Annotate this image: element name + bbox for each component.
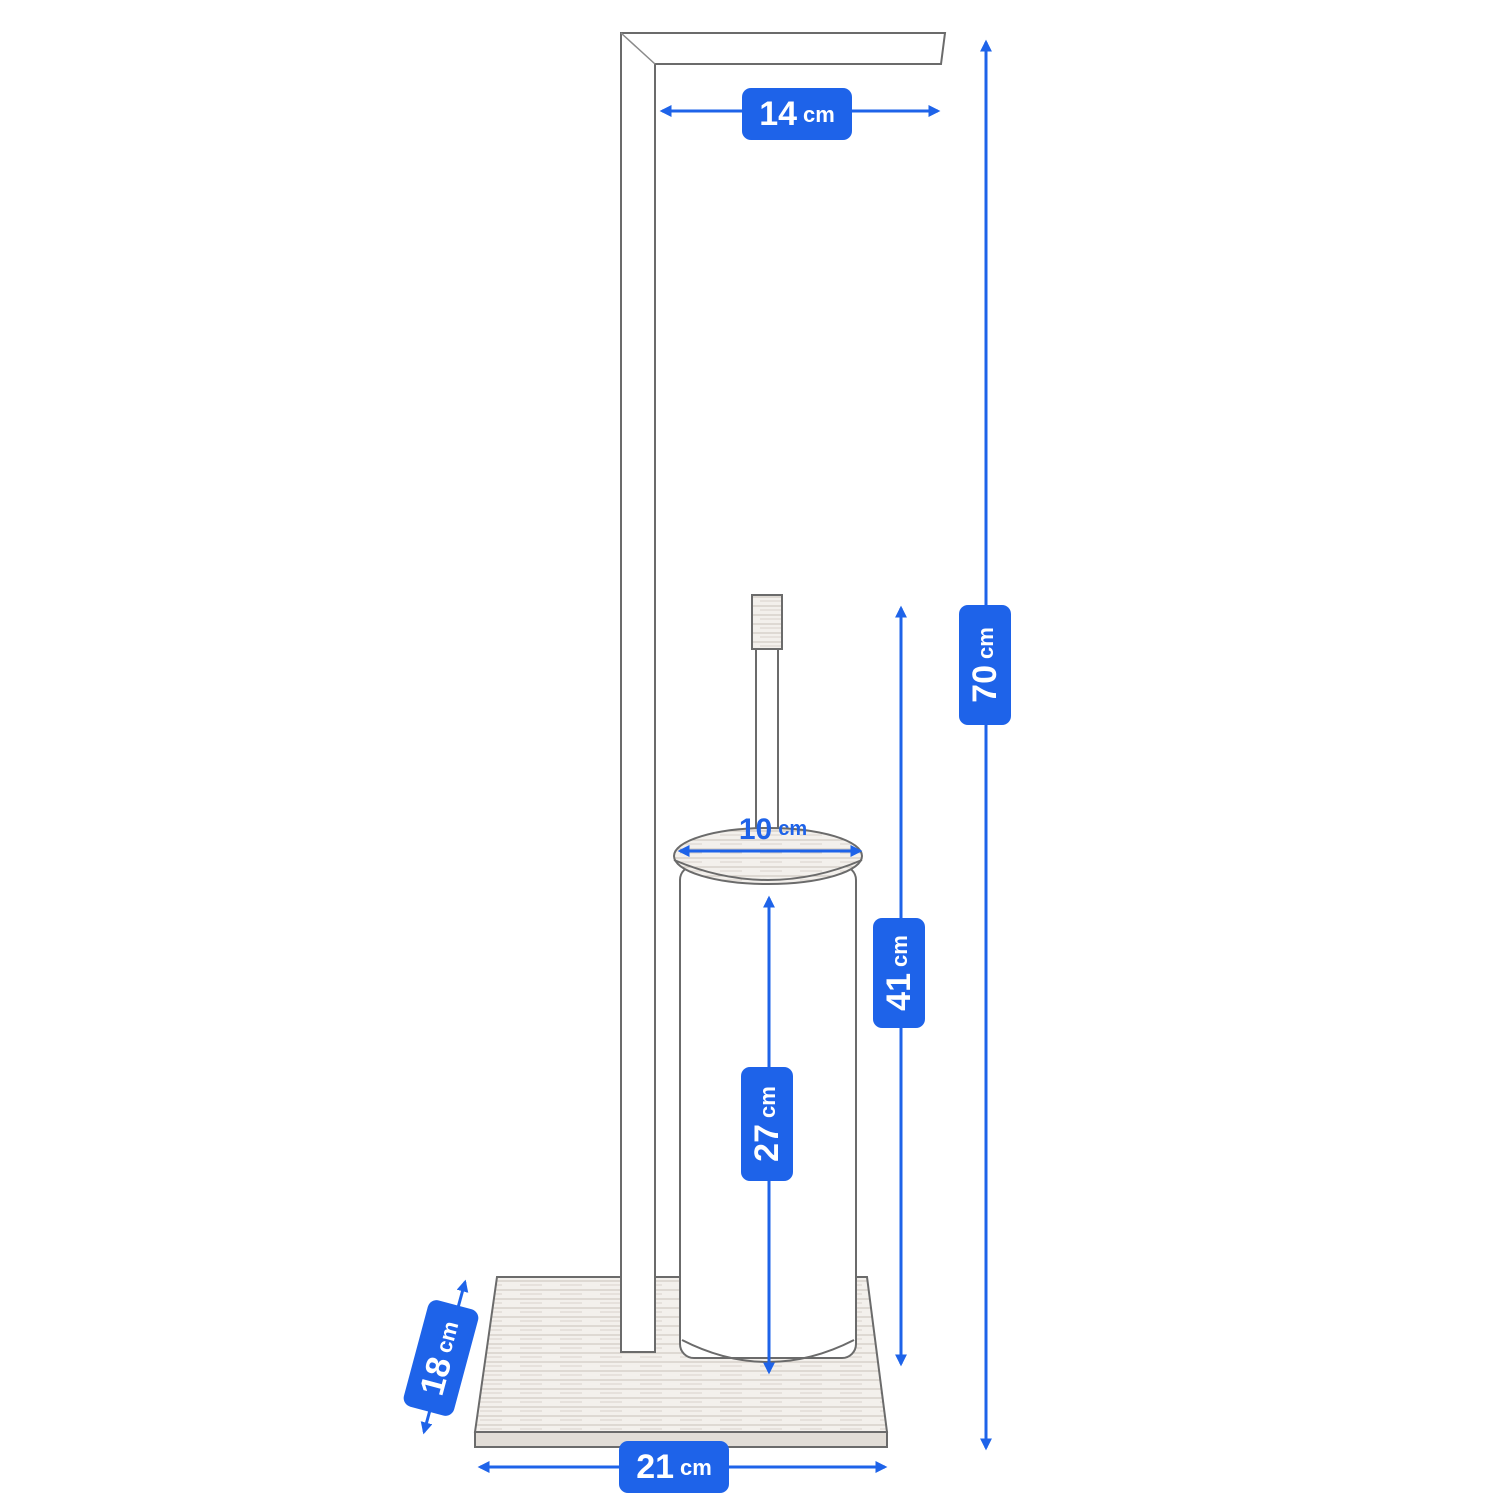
dimension-value: 27	[748, 1124, 786, 1162]
svg-text:70cm: 70 cm	[966, 627, 1004, 703]
svg-text:41cm: 41 cm	[880, 935, 918, 1011]
label-badge	[741, 1067, 793, 1181]
dimension-label-holder-height: 41 cm	[873, 918, 925, 1028]
roll-holder-pole	[620, 32, 947, 1353]
label-badge	[959, 605, 1011, 725]
dimension-unit: cm	[973, 627, 998, 659]
dimension-label-total-height: 70 cm	[959, 605, 1011, 725]
dimension-value: 10	[739, 813, 772, 846]
label-badge	[873, 918, 925, 1028]
dimension-label-canister-diameter: 10 cm	[739, 813, 807, 846]
dimension-value: 21	[636, 1448, 674, 1486]
label-badge	[619, 1441, 729, 1493]
dimension-unit: cm	[887, 935, 912, 967]
dimension-value: 41	[880, 973, 918, 1011]
dimension-value: 70	[966, 665, 1004, 703]
svg-text:27cm: 27 cm	[748, 1086, 786, 1162]
dimension-unit: cm	[680, 1455, 712, 1480]
dimension-unit: cm	[803, 102, 835, 127]
dimension-label-base-depth: 18cm	[403, 1300, 479, 1416]
dimension-value: 14	[759, 95, 797, 133]
dimension-unit: cm	[755, 1086, 780, 1118]
label-badge	[742, 88, 852, 140]
dimension-unit: cm	[778, 818, 807, 840]
dimension-label-canister-height: 27 cm	[741, 1067, 793, 1181]
label-badge	[403, 1300, 479, 1416]
brush-handle	[751, 594, 783, 832]
toilet-roll-stand-drawing	[473, 32, 947, 1448]
